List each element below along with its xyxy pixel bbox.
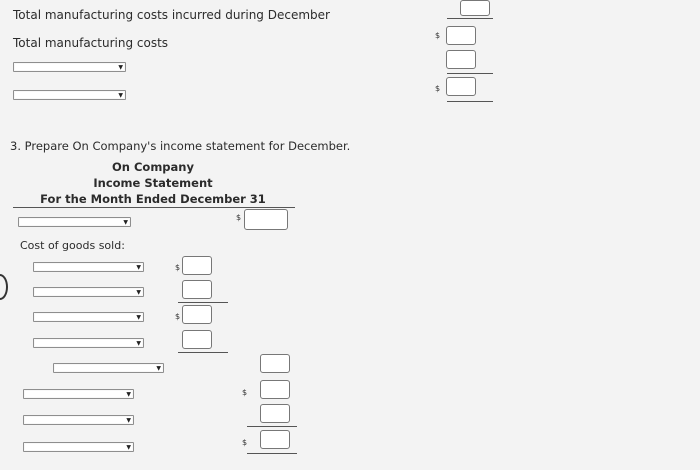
chevron-down-icon: ▼: [156, 365, 161, 372]
divider: [247, 426, 297, 427]
chevron-down-icon: ▼: [123, 219, 128, 226]
total-costs-incurred-label: Total manufacturing costs incurred durin…: [13, 8, 330, 22]
statement-period: For the Month Ended December 31: [40, 192, 266, 206]
divider: [447, 73, 493, 74]
chevron-down-icon: ▼: [136, 264, 141, 271]
cogs-dropdown-4[interactable]: ▼: [33, 338, 144, 348]
chevron-down-icon: ▼: [136, 289, 141, 296]
cogs-amount-8[interactable]: [260, 430, 290, 449]
divider: [447, 101, 493, 102]
divider: [247, 453, 297, 454]
currency-symbol: $: [175, 263, 181, 272]
cogs-amount-3[interactable]: [182, 305, 212, 324]
revenue-amount-input[interactable]: [244, 209, 288, 230]
cogs-amount-1[interactable]: [182, 256, 212, 275]
cogs-amount-5[interactable]: [260, 354, 290, 373]
currency-symbol: $: [242, 388, 248, 397]
currency-symbol: $: [236, 213, 242, 222]
chevron-down-icon: ▼: [126, 391, 131, 398]
currency-symbol: $: [435, 31, 441, 40]
cogs-dropdown-6[interactable]: ▼: [23, 389, 134, 399]
currency-symbol: $: [175, 312, 181, 321]
total-manufacturing-costs-label: Total manufacturing costs: [13, 36, 169, 50]
cogs-amount-6[interactable]: [260, 380, 290, 399]
cogs-amount-4[interactable]: [182, 330, 212, 349]
cogs-dropdown-5[interactable]: ▼: [53, 363, 164, 373]
cogs-dropdown-3[interactable]: ▼: [33, 312, 144, 322]
chevron-down-icon: ▼: [118, 64, 123, 71]
divider: [178, 302, 228, 303]
question-text: 3. Prepare On Company's income statement…: [10, 139, 351, 153]
amount-input-top-1[interactable]: [460, 0, 490, 16]
amount-input-top-4[interactable]: [446, 77, 476, 96]
chevron-down-icon: ▼: [118, 92, 123, 99]
cogs-dropdown-7[interactable]: ▼: [23, 415, 134, 425]
chevron-down-icon: ▼: [126, 417, 131, 424]
revenue-dropdown[interactable]: ▼: [18, 217, 131, 227]
top-dropdown-1[interactable]: ▼: [13, 62, 126, 72]
cogs-amount-7[interactable]: [260, 404, 290, 423]
top-dropdown-2[interactable]: ▼: [13, 90, 126, 100]
currency-symbol: $: [242, 438, 248, 447]
screen-edge-decoration: [0, 274, 8, 300]
company-name: On Company: [112, 160, 194, 174]
chevron-down-icon: ▼: [136, 314, 141, 321]
divider: [178, 352, 228, 353]
cogs-dropdown-2[interactable]: ▼: [33, 287, 144, 297]
statement-title: Income Statement: [93, 176, 213, 190]
divider: [447, 18, 493, 19]
cogs-label: Cost of goods sold:: [20, 239, 125, 252]
amount-input-top-3[interactable]: [446, 50, 476, 69]
chevron-down-icon: ▼: [126, 444, 131, 451]
cogs-dropdown-1[interactable]: ▼: [33, 262, 144, 272]
currency-symbol: $: [435, 84, 441, 93]
chevron-down-icon: ▼: [136, 340, 141, 347]
header-rule: [13, 207, 295, 208]
amount-input-top-2[interactable]: [446, 26, 476, 45]
cogs-amount-2[interactable]: [182, 280, 212, 299]
cogs-dropdown-8[interactable]: ▼: [23, 442, 134, 452]
